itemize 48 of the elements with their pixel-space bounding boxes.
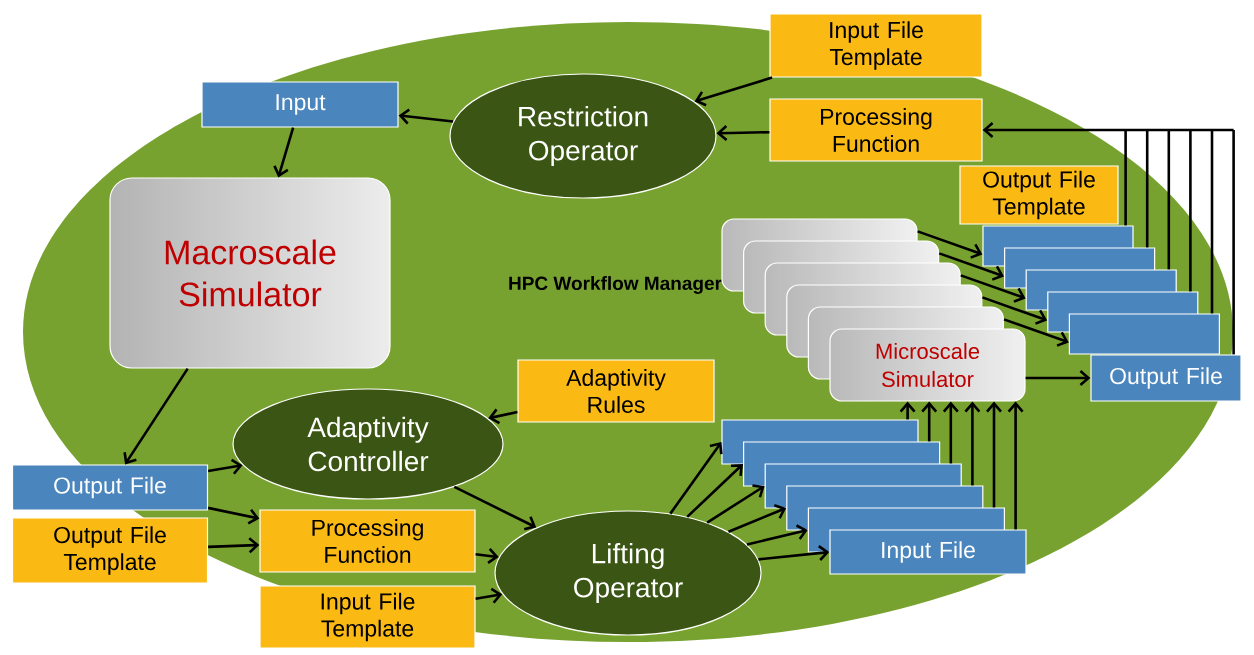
data-box: Adaptivity Rules [517, 359, 715, 423]
arrow [716, 125, 770, 142]
arrow [1007, 401, 1024, 530]
connector-line [1232, 130, 1235, 355]
connector-line [1124, 130, 1127, 226]
arrow [964, 401, 981, 486]
data-box: Input File Template [769, 13, 983, 78]
arrow [986, 401, 1002, 508]
arrow [981, 296, 1048, 325]
arrow [398, 108, 454, 125]
data-box: Input File Template [259, 585, 476, 649]
arrow [207, 506, 260, 525]
connector-line [1167, 130, 1171, 270]
arrow [921, 401, 938, 442]
heading-label: HPC Workflow Manager [509, 276, 722, 294]
arrow [123, 367, 189, 465]
arrow [686, 464, 743, 518]
arrow [938, 252, 1004, 281]
arrow [208, 537, 260, 554]
data-box: Processing Function [259, 509, 476, 573]
simulator-box: Macroscale Simulator [109, 177, 391, 369]
arrow [746, 524, 808, 546]
arrow [669, 442, 723, 515]
connector-line [1145, 130, 1149, 248]
arrow [453, 485, 537, 531]
arrow [475, 587, 503, 604]
data-box: Processing Function [769, 98, 983, 162]
arrow [1003, 318, 1069, 347]
file-box [1068, 313, 1220, 355]
arrow [960, 274, 1026, 303]
arrow [758, 545, 830, 561]
arrow [694, 76, 773, 107]
arrow [706, 484, 765, 524]
data-box: Output File Template [959, 165, 1119, 225]
arrow [475, 548, 499, 564]
simulator-box: Microscale Simulator [829, 328, 1026, 402]
arrow [273, 127, 295, 178]
connector-line [1210, 130, 1214, 314]
arrow [899, 401, 916, 420]
arrow [488, 408, 518, 425]
arrow [982, 122, 1234, 138]
arrow [207, 458, 243, 475]
arrow [917, 230, 983, 259]
arrow [727, 504, 787, 533]
data-box: Output File Template [11, 517, 209, 584]
connector-line [1189, 130, 1192, 292]
arrow [1025, 370, 1091, 386]
arrow [942, 401, 959, 464]
